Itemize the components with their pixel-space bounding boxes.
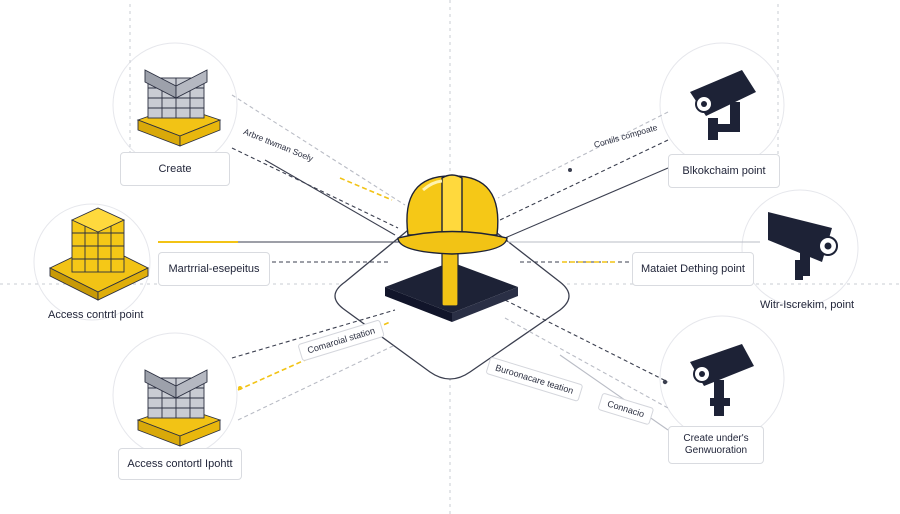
node-left-mid-label: Martrrial-esepeitus	[158, 252, 270, 286]
pedestal-icon	[385, 247, 518, 322]
security-camera-icon-mid	[768, 212, 838, 280]
node-right-bottom-label: Create under's Genwuoration	[668, 426, 764, 464]
line-tr-2	[499, 139, 669, 221]
connector-dots	[238, 168, 668, 390]
security-camera-icon-bottom	[690, 344, 754, 416]
line-tl-3	[264, 159, 396, 236]
node-right-mid-caption: Witr-Iscrekim, point	[760, 299, 855, 311]
block-stack-icon-bottom	[136, 369, 222, 447]
node-left-top-label: Create	[120, 152, 230, 186]
line-tl-1	[231, 94, 406, 206]
block-stack-icon-top	[136, 69, 222, 147]
security-camera-icon-top	[690, 70, 756, 140]
line-bl-3	[237, 344, 396, 421]
line-tl-accent	[339, 177, 393, 201]
node-right-top-label: Blkokchaim point	[668, 154, 780, 188]
line-tr-1	[497, 111, 669, 199]
line-br-1	[504, 299, 669, 383]
hard-hat-icon	[397, 174, 508, 255]
line-br-2	[504, 317, 669, 409]
line-tl-2	[231, 147, 399, 229]
yellow-cube-stack-icon	[48, 207, 150, 301]
line-bl-1	[231, 309, 396, 359]
node-left-bottom-label: Access contortl Ipohtt	[118, 448, 242, 480]
node-left-mid-caption: Access contrtl point	[48, 309, 144, 321]
node-right-mid-label: Mataiet Dething point	[632, 252, 754, 286]
line-tr-3	[504, 167, 669, 239]
